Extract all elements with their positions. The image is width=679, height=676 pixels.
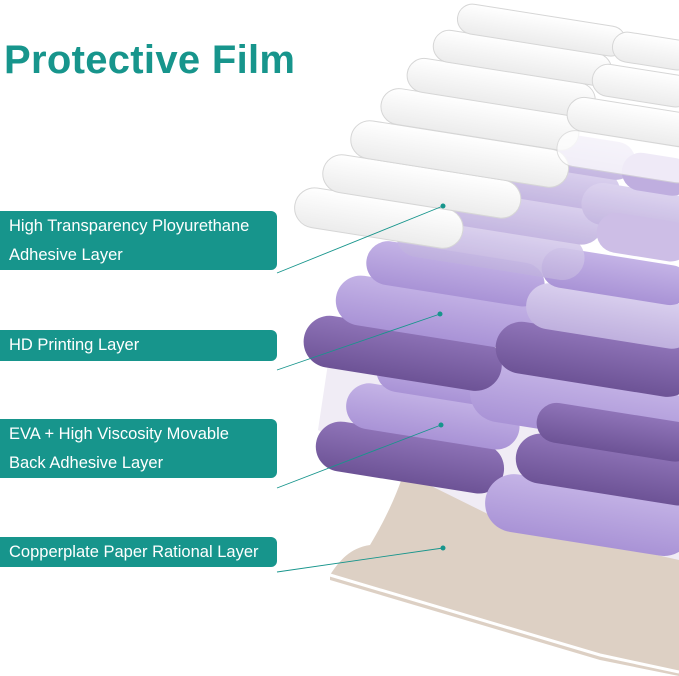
label-line: Back Adhesive Layer	[9, 454, 164, 472]
printed-tiles-lower	[315, 348, 679, 556]
protective-film-tiles	[294, 3, 679, 249]
label-line: High Transparency Ployurethane	[9, 217, 250, 235]
label-transparency-layer: High Transparency Ployurethane Adhesive …	[0, 211, 277, 270]
callout-line-paper	[276, 547, 444, 573]
label-eva-layer: EVA + High Viscosity Movable Back Adhesi…	[0, 419, 277, 478]
callout-dot-film	[440, 203, 446, 209]
label-line: Adhesive Layer	[9, 246, 123, 264]
callout-lines	[276, 203, 446, 573]
callout-line-eva	[276, 424, 442, 489]
callout-line-film	[276, 205, 444, 274]
label-paper-layer: Copperplate Paper Rational Layer	[0, 537, 277, 567]
page-title: Protective Film	[4, 38, 296, 82]
label-line: Copperplate Paper Rational Layer	[9, 543, 259, 561]
callout-dot-paper	[440, 545, 446, 551]
label-printing-layer: HD Printing Layer	[0, 330, 277, 361]
label-line: EVA + High Viscosity Movable	[9, 425, 229, 443]
callout-line-printing	[276, 313, 441, 371]
label-line: HD Printing Layer	[9, 336, 140, 354]
callout-dot-printing	[437, 311, 443, 317]
printed-tiles-middle	[303, 241, 679, 397]
callout-dot-eva	[438, 422, 444, 428]
